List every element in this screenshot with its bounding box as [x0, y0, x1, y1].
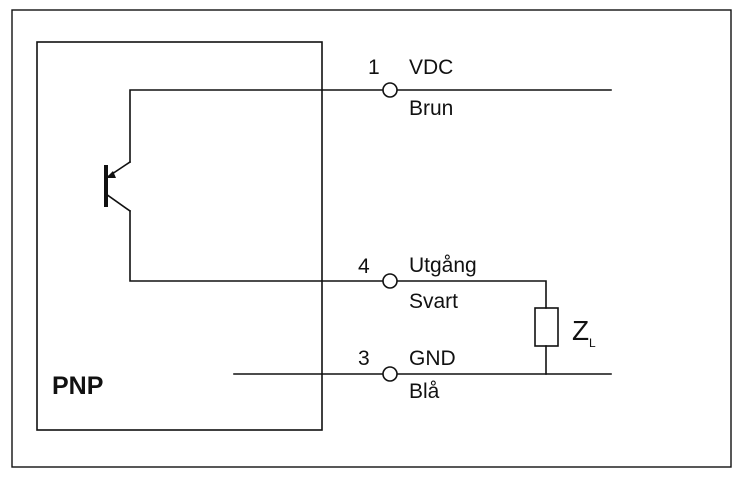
pin-3-color: Blå	[409, 380, 440, 403]
terminal-3	[382, 366, 398, 382]
device-type-label: PNP	[52, 372, 104, 400]
pin-4-color: Svart	[409, 290, 459, 313]
sensor-housing	[36, 41, 323, 431]
terminal-4	[382, 273, 398, 289]
pin-3-number: 3	[358, 347, 370, 370]
pin-1-color: Brun	[409, 97, 454, 120]
outer-frame	[11, 9, 732, 468]
load-resistor	[534, 307, 559, 347]
terminal-1	[382, 82, 398, 98]
pin-1-signal: VDC	[409, 56, 454, 79]
wire-output	[129, 210, 547, 309]
pin-4-number: 4	[358, 255, 370, 278]
pin-3-signal: GND	[409, 347, 456, 370]
pin-4-signal: Utgång	[409, 254, 477, 277]
pin-1-number: 1	[368, 56, 380, 79]
load-subscript: L	[589, 336, 596, 350]
wire-vdc	[129, 89, 612, 163]
load-symbol: Z	[572, 315, 590, 346]
pnp-transistor-symbol	[104, 160, 132, 213]
